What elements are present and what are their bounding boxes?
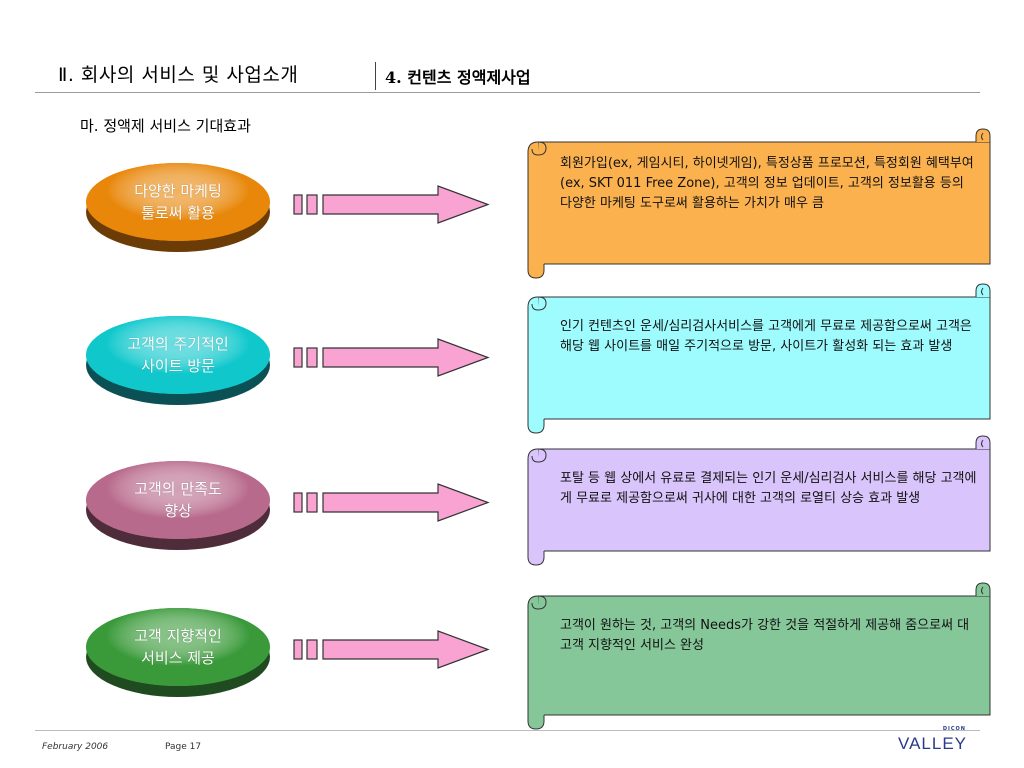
effect-ellipse: 고객의 주기적인 사이트 방문	[83, 313, 273, 409]
right-arrow-icon	[293, 185, 493, 225]
header-divider	[375, 62, 376, 90]
logo-main-text: VALLEY	[898, 734, 968, 753]
effect-label: 고객의 만족도 향상	[134, 480, 222, 520]
header-title: Ⅱ. 회사의 서비스 및 사업소개	[58, 64, 299, 86]
footer-rule	[35, 730, 980, 731]
company-logo: DICON VALLEY	[898, 726, 980, 760]
effect-description-box: 포탈 등 웹 상에서 유료로 결제되는 인기 운세/심리검사 서비스를 해당 고…	[522, 435, 1002, 567]
section-title: 마. 정액제 서비스 기대효과	[80, 117, 251, 135]
effect-description: 인기 컨텐츠인 운세/심리검사서비스를 고객에게 무료로 제공함으로써 고객은 …	[560, 319, 972, 354]
effect-description-box: 고객이 원하는 것, 고객의 Needs가 강한 것을 적절하게 제공해 줌으로…	[522, 582, 1002, 731]
effect-ellipse: 다양한 마케팅 툴로써 활용	[83, 160, 273, 256]
effect-description: 포탈 등 웹 상에서 유료로 결제되는 인기 운세/심리검사 서비스를 해당 고…	[560, 471, 977, 506]
right-arrow-icon	[293, 483, 493, 523]
footer-date: February 2006	[42, 742, 109, 752]
header-rule	[35, 92, 980, 93]
header-subtitle: 4. 컨텐츠 정액제사업	[385, 68, 531, 87]
effect-description: 회원가입(ex, 게임시티, 하이넷게임), 특정상품 프로모션, 특정회원 혜…	[560, 156, 974, 211]
effect-description-box: 회원가입(ex, 게임시티, 하이넷게임), 특정상품 프로모션, 특정회원 혜…	[522, 128, 1002, 280]
effect-label: 다양한 마케팅 툴로써 활용	[134, 182, 222, 222]
right-arrow-icon	[293, 338, 493, 378]
effect-description: 고객이 원하는 것, 고객의 Needs가 강한 것을 적절하게 제공해 줌으로…	[560, 618, 970, 653]
right-arrow-icon	[293, 630, 493, 670]
effect-description-box: 인기 컨텐츠인 운세/심리검사서비스를 고객에게 무료로 제공함으로써 고객은 …	[522, 283, 1002, 435]
effect-ellipse: 고객의 만족도 향상	[83, 458, 273, 554]
effect-ellipse: 고객 지향적인 서비스 제공	[83, 605, 273, 701]
footer-page-number: Page 17	[165, 742, 202, 752]
effect-label: 고객의 주기적인 사이트 방문	[127, 335, 229, 375]
logo-small-text: DICON	[942, 726, 966, 732]
effect-label: 고객 지향적인 서비스 제공	[134, 627, 222, 667]
